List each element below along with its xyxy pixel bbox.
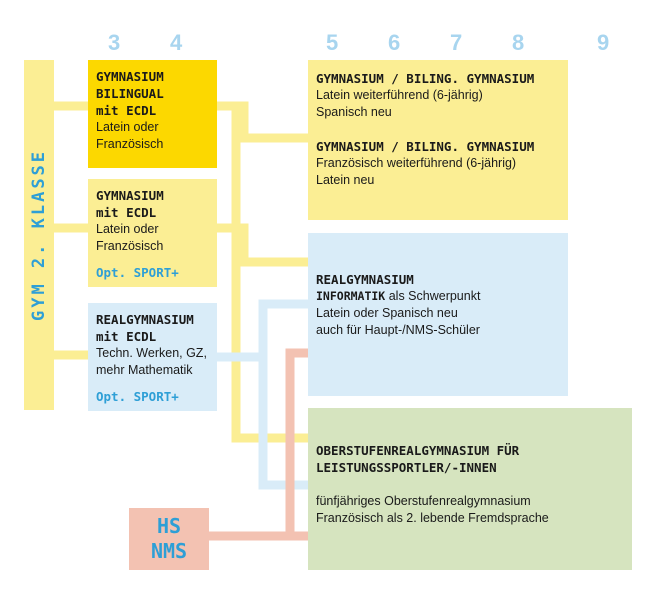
box-desc-line: Latein neu [316,173,375,187]
box-realgymnasium-ecdl: REALGYMNASIUM mit ECDL Techn. Werken, GZ… [88,303,217,411]
grade-label-3: 3 [108,30,121,55]
box-title: REALGYMNASIUM [316,272,414,287]
box-title-line: BILINGUAL [96,86,164,101]
nms-label: NMS [150,539,188,563]
box-title-line: GYMNASIUM [96,69,164,84]
box-title-line: REALGYMNASIUM [96,312,194,327]
connector-spine [231,106,308,443]
box-realgymnasium-informatik: REALGYMNASIUM INFORMATIK als Schwerpunkt… [308,233,568,396]
box-gymnasium-bilingual: GYMNASIUM BILINGUAL mit ECDL Latein oder… [88,60,217,168]
box-desc-line: mehr Mathematik [96,363,193,377]
connector-gym-to-realgym [217,223,308,267]
box-desc-line: Techn. Werken, GZ, [96,346,207,360]
side-label: GYM 2. KLASSE [24,60,54,410]
box-desc-line: Französisch weiterführend (6-jährig) [316,156,517,170]
box-desc-line: Latein weiterführend (6-jährig) [316,88,483,102]
box-biling-gymnasium-upper: GYMNASIUM / BILING. GYMNASIUM Latein wei… [308,60,568,220]
subtitle-bold: INFORMATIK [316,289,386,303]
box-desc-line: Französisch als 2. lebende Fremdsprache [316,511,549,525]
box-title: GYMNASIUM / BILING. GYMNASIUM [316,71,535,86]
side-label-text: GYM 2. KLASSE [29,148,49,322]
box-title: GYMNASIUM / BILING. GYMNASIUM [316,139,535,154]
grade-label-4: 4 [170,30,183,55]
box-hs-nms: HS NMS [129,508,209,570]
connector-real-to-realgym [217,299,308,362]
hs-label: HS [156,514,182,538]
box-desc-line: Französisch [96,137,164,151]
grade-label-6: 6 [388,30,401,55]
box-desc-line: Spanisch neu [316,105,392,119]
box-desc-line: auch für Haupt-/NMS-Schüler [316,323,480,337]
opt-sport-label: Opt. SPORT+ [96,265,179,280]
box-title-line: OBERSTUFENREALGYMNASIUM FÜR [316,443,520,458]
box-title-line: GYMNASIUM [96,188,164,203]
connector-bilingual-to-biling-latin [217,101,308,143]
box-desc-line: fünfjähriges Oberstufenrealgymnasium [316,494,531,508]
box-desc-line: Latein oder [96,120,159,134]
grade-label-9: 9 [597,30,610,55]
box-desc-line: Latein oder Spanisch neu [316,306,458,320]
box-title-line: mit ECDL [96,329,157,344]
box-title-line: LEISTUNGSSPORTLER/-INNEN [316,460,497,475]
box-gymnasium-ecdl: GYMNASIUM mit ECDL Latein oder Französis… [88,179,217,287]
box-desc-line: Latein oder [96,222,159,236]
box-title-line: mit ECDL [96,205,157,220]
grade-label-8: 8 [512,30,525,55]
subtitle-rest: als Schwerpunkt [385,289,481,303]
opt-sport-label: Opt. SPORT+ [96,389,179,404]
box-title-line: mit ECDL [96,103,157,118]
grade-label-7: 7 [450,30,463,55]
side-bar [24,60,54,410]
grade-label-5: 5 [326,30,339,55]
box-desc-line: Französisch [96,239,164,253]
box-oberstufen-sport: OBERSTUFENREALGYMNASIUM FÜR LEISTUNGSSPO… [308,408,632,570]
connector-hs-to-realgym [209,348,308,541]
box-subtitle: INFORMATIK als Schwerpunkt [316,288,560,305]
